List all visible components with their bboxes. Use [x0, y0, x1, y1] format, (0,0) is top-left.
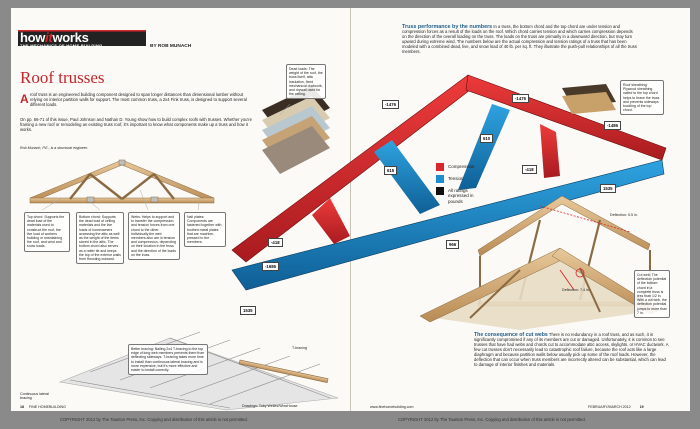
roof-sheathing-callout: Roof sheathing: Plywood sheathing nailed… [620, 80, 664, 116]
force-label: 610 [480, 134, 494, 143]
header-tagline: THE MECHANICS OF HOME BUILDING [20, 43, 103, 48]
force-label: -1476 [382, 100, 399, 109]
footer-left: 18 FINE HOMEBUILDING [20, 405, 66, 409]
copyright-right: COPYRIGHT 2012 by The Taunton Press, Inc… [398, 417, 586, 422]
page-number-left: 18 [20, 405, 24, 409]
author-bio: Rob Munach, P.E., is a structural engine… [20, 146, 88, 150]
logo-works: works [52, 30, 89, 45]
force-label: -1476 [512, 94, 529, 103]
page-number-right: 19 [639, 405, 644, 409]
cut-webs-section: The consequence of cut webs There is no … [474, 332, 670, 368]
force-label: 1535 [600, 184, 616, 193]
force-label: -418 [268, 238, 283, 247]
performance-section: Truss performance by the numbers In a tr… [402, 24, 638, 55]
ratings-swatch [436, 187, 444, 195]
roof-layers-drawing [262, 86, 330, 174]
nail-plates-callout: Nail plates: Components are fastened tog… [184, 212, 226, 248]
page-gutter [350, 8, 351, 411]
top-chord-callout: Top chord: Supports the dead load of the… [24, 212, 70, 252]
tension-swatch [436, 175, 444, 183]
better-bracing-callout: Better bracing: Nailing 2x4 T-bracing to… [128, 344, 208, 376]
intro-paragraph-2: On pp. 66-71 of this issue, Paul Johnson… [20, 117, 252, 132]
bottom-chord-callout: Bottom chord: Supports the dead load of … [76, 212, 124, 265]
header-bar [18, 30, 146, 46]
logo-it: it [45, 30, 53, 45]
logo-how: how [20, 30, 46, 45]
magazine-name: FINE HOMEBUILDING [29, 405, 66, 409]
force-label: 615 [384, 166, 398, 175]
copyright-left: COPYRIGHT 2012 by The Taunton Press, Inc… [60, 417, 248, 422]
footer-web: www.finehomebuilding.com [370, 405, 414, 409]
performance-text: In a truss, the bottom chord and the top… [402, 24, 637, 55]
article-title: Roof trusses [20, 68, 105, 87]
dropcap: A [20, 92, 29, 106]
force-label: 966 [446, 240, 460, 249]
drawings-credit: Drawings: Toby Welles/WowHouse [242, 404, 298, 408]
issue-date: FEBRUARY/MARCH 2012 [588, 405, 631, 409]
continuous-bracing-label: Continuous lateral bracing [20, 392, 49, 401]
cut-web-callout: Cut web: The deflection potential of the… [634, 270, 670, 318]
compression-swatch [436, 163, 444, 171]
legend-note: All ratings expressed in pounds [448, 188, 474, 204]
cut-webs-heading: The consequence of cut webs [474, 332, 548, 338]
force-label: -418 [522, 165, 537, 174]
t-bracing-label: T-bracing [292, 346, 307, 350]
webs-callout: Webs: Helps to support and to transfer t… [128, 212, 180, 260]
sheathing-drawing [562, 84, 616, 114]
fink-truss-diagram [29, 159, 215, 204]
force-label: -1686 [262, 262, 279, 271]
legend-tension: Tension [448, 176, 464, 181]
force-label: 1535 [240, 306, 256, 315]
force-label: -1486 [604, 121, 621, 130]
performance-heading: Truss performance by the numbers [402, 24, 493, 30]
cut-webs-text: There is no redundancy in a roof truss, … [474, 332, 669, 367]
intro-paragraph: roof truss is an engineered building com… [30, 92, 247, 107]
deflection-upper: Deflection: 5.5 in. [610, 213, 638, 217]
dead-loads-callout: Dead loads: The weight of the roof, the … [286, 64, 326, 100]
byline: BY ROB MUNACH [150, 44, 192, 49]
footer-right: FEBRUARY/MARCH 2012 19 [588, 405, 644, 409]
legend-compression: Compression [448, 164, 475, 169]
deflection-lower: Deflection: 7.4 in. [562, 288, 590, 292]
callout-leaders [41, 103, 291, 211]
